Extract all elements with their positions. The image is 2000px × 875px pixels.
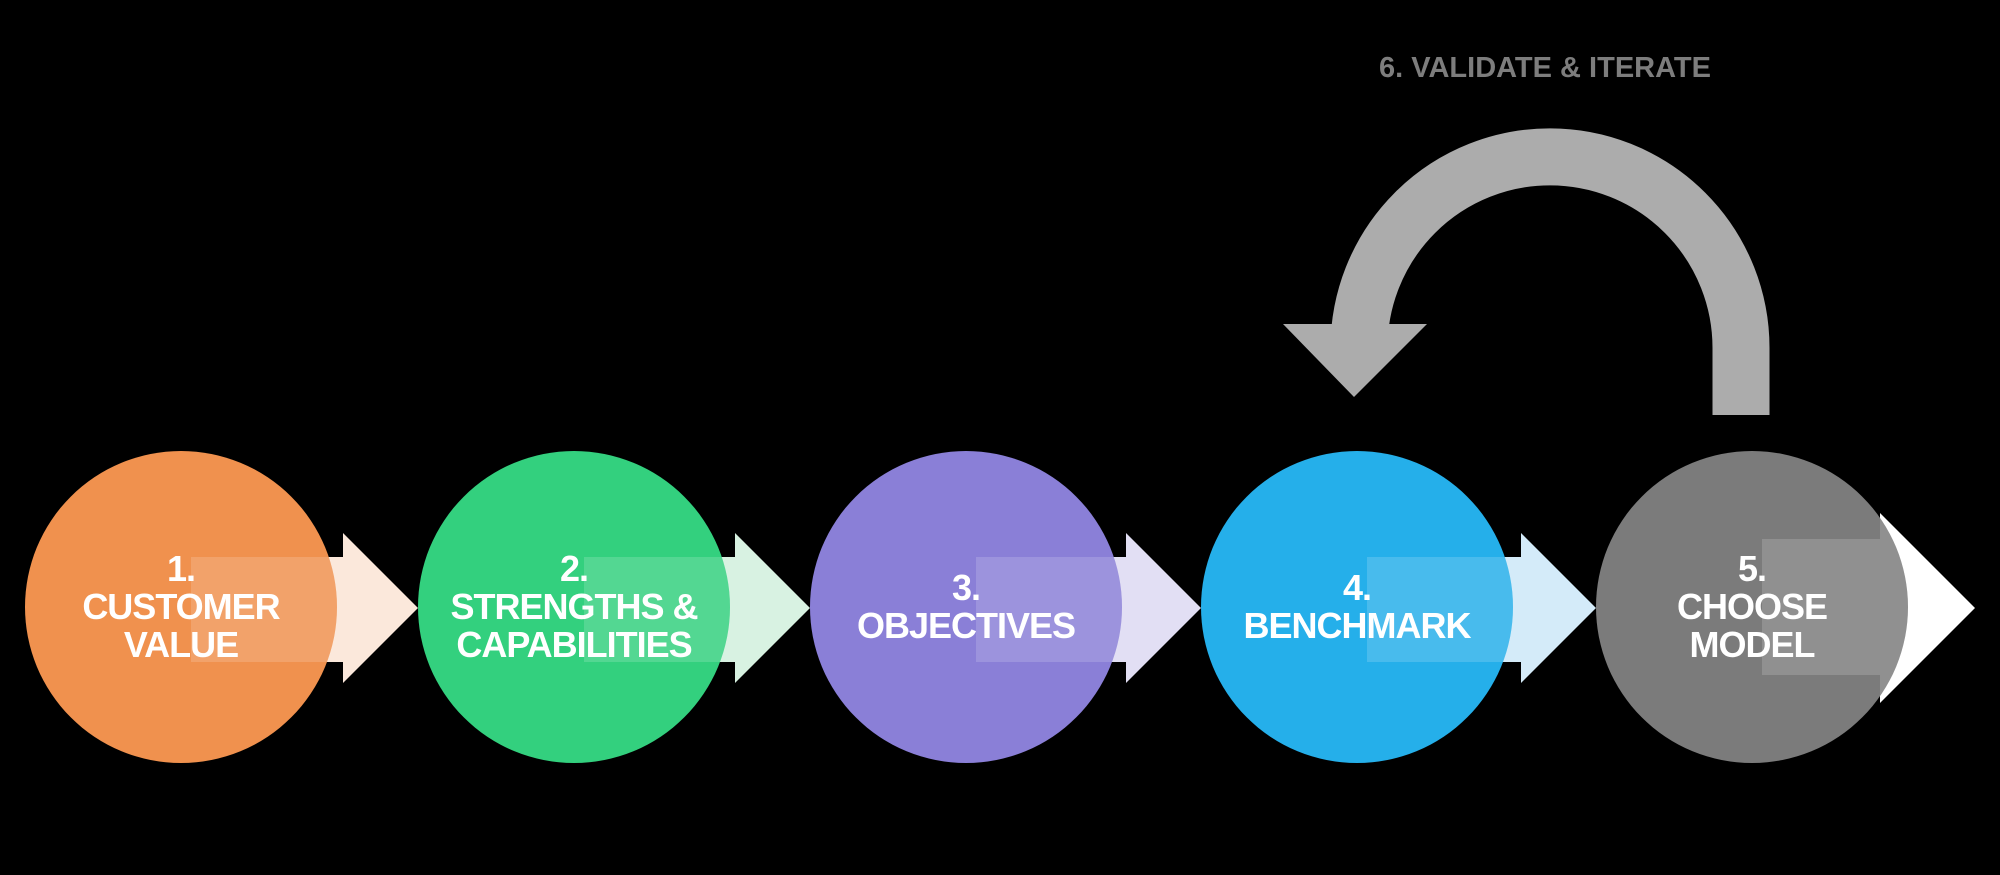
step-number: 3. (951, 567, 981, 608)
step-line: CHOOSE (1676, 586, 1828, 627)
step-number: 5. (1737, 548, 1767, 589)
step-line: CAPABILITIES (456, 624, 692, 665)
loop-label: 6. VALIDATE & ITERATE (1379, 52, 1711, 84)
highlight-band (976, 557, 1122, 662)
step-label-3: 3. OBJECTIVES (810, 451, 1122, 763)
step-line: VALUE (123, 624, 239, 665)
highlight-band (1367, 557, 1513, 662)
step-circle-4: 4. BENCHMARK (1201, 451, 1513, 763)
loop-arrow-arc (1330, 128, 1770, 415)
step-circle-2: 2. STRENGTHS & CAPABILITIES (418, 451, 730, 763)
step-number: 2. (559, 548, 589, 589)
step-circle-3: 3. OBJECTIVES (810, 451, 1122, 763)
step-circle-1: 1. CUSTOMER VALUE (25, 451, 337, 763)
step-number: 1. (166, 548, 196, 589)
loop-arrowhead-icon (1283, 324, 1427, 397)
step-circle-5: 5. CHOOSE MODEL (1596, 451, 1908, 763)
highlight-band (191, 557, 337, 662)
step-label-2: 2. STRENGTHS & CAPABILITIES (418, 451, 730, 763)
step-line: OBJECTIVES (856, 605, 1076, 646)
step-line: CUSTOMER (82, 586, 280, 627)
step-line: MODEL (1689, 624, 1816, 665)
step-label-5: 5. CHOOSE MODEL (1596, 451, 1908, 763)
step-number: 4. (1342, 567, 1372, 608)
highlight-band (584, 557, 730, 662)
highlight-band (1762, 513, 1908, 703)
step-label-4: 4. BENCHMARK (1201, 451, 1513, 763)
step-line: STRENGTHS & (450, 586, 698, 627)
step-label-1: 1. CUSTOMER VALUE (25, 451, 337, 763)
step-line: BENCHMARK (1243, 605, 1472, 646)
highlight-band-shape (1762, 513, 1908, 703)
